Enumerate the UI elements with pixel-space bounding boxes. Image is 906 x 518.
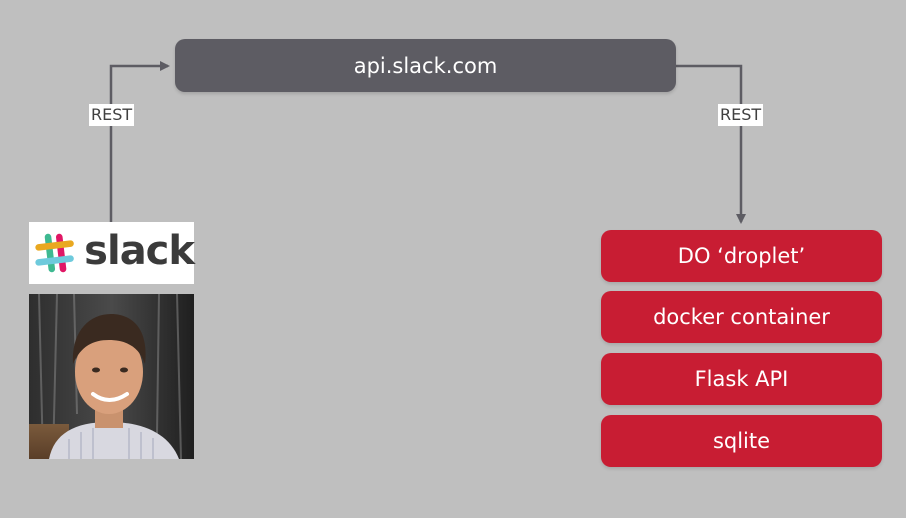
left-connector-arrow bbox=[109, 61, 170, 222]
slack-logo: slack bbox=[29, 222, 195, 284]
stack-layer-droplet: DO ‘droplet’ bbox=[601, 230, 882, 282]
stack-layer-sqlite: sqlite bbox=[601, 415, 882, 467]
api-slack-label: api.slack.com bbox=[353, 53, 498, 78]
slack-hash-icon bbox=[35, 233, 74, 273]
stack-layer-label: DO ‘droplet’ bbox=[677, 244, 806, 268]
slack-wordmark: slack bbox=[84, 228, 195, 274]
stack-layer-flask-api: Flask API bbox=[601, 353, 882, 405]
right-edge-label: REST bbox=[718, 104, 764, 126]
right-connector-arrow bbox=[676, 64, 746, 224]
left-edge-label: REST bbox=[89, 104, 135, 126]
api-slack-node: api.slack.com bbox=[175, 39, 676, 92]
stack-layer-docker-container: docker container bbox=[601, 291, 882, 343]
person-photo bbox=[29, 294, 194, 459]
stack-layer-label: docker container bbox=[653, 305, 830, 329]
stack-layer-label: Flask API bbox=[694, 367, 789, 391]
stack-layer-label: sqlite bbox=[712, 429, 771, 453]
